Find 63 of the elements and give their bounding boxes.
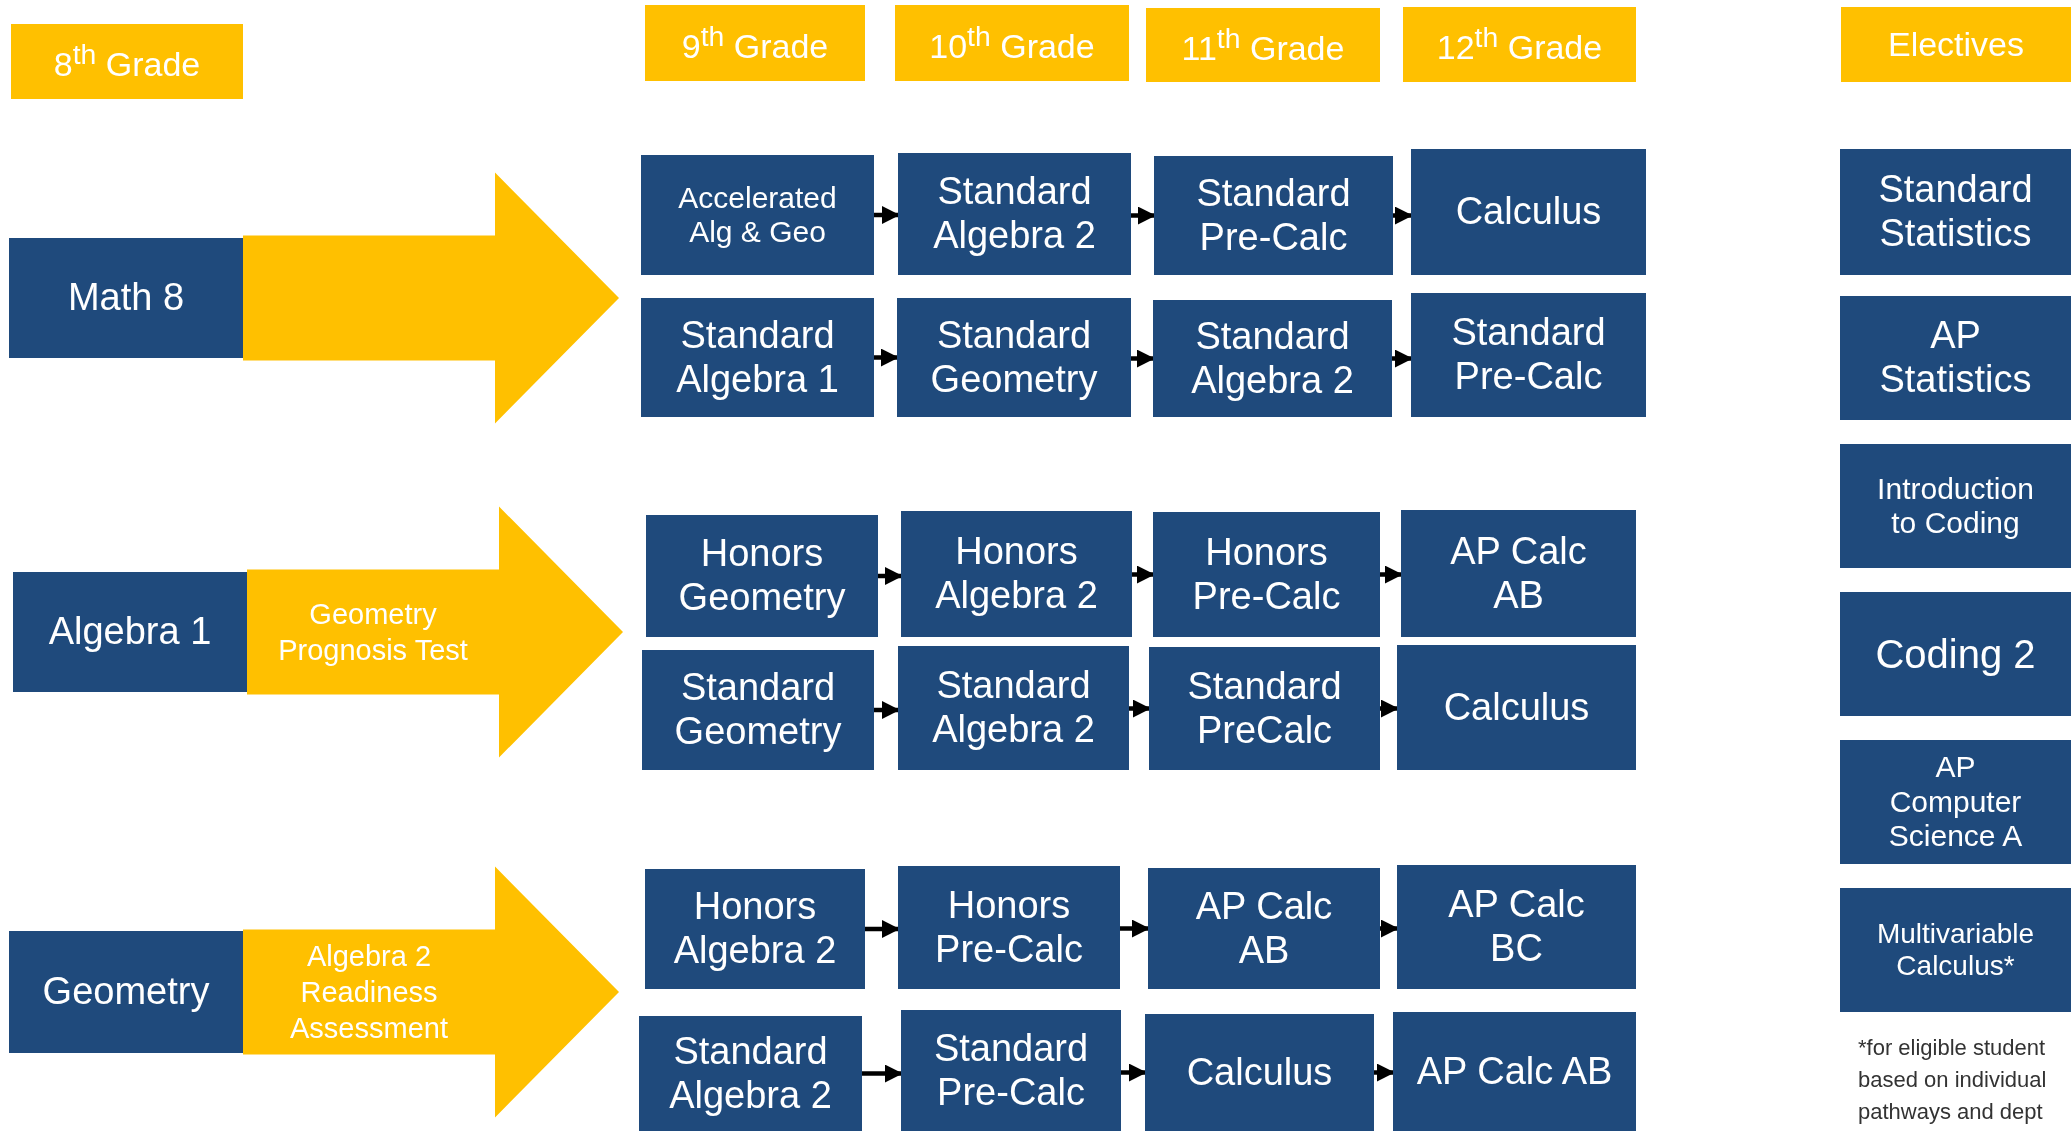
grade-header: 11$^{th}$ Grade [1146,8,1380,82]
arrow [874,701,900,719]
arrow [865,920,900,938]
block-arrow [247,506,623,758]
course-box: AP Computer Science A [1840,740,2071,864]
arrow [1129,699,1151,718]
grade-header: Electives [1841,7,2071,82]
arrow [1380,699,1399,718]
course-box: Geometry [9,931,243,1053]
course-box: Standard Algebra 2 [639,1016,862,1131]
course-box: Coding 2 [1840,592,2071,716]
course-box: AP Calc AB [1148,868,1380,989]
arrow [878,567,903,585]
arrow [1392,349,1413,368]
course-box: Standard Algebra 2 [1153,300,1392,417]
course-box: AP Statistics [1840,296,2071,420]
course-box: Calculus [1397,645,1636,770]
arrow [1131,349,1155,368]
course-box: Standard Geometry [642,650,874,770]
arrow [1380,919,1399,938]
course-box: Standard Algebra 1 [641,298,874,417]
block-arrow [243,866,619,1118]
course-box: Calculus [1411,149,1646,275]
arrow [1380,565,1403,584]
arrow [1374,1063,1395,1082]
course-box: Calculus [1145,1014,1374,1131]
course-box: Math 8 [9,238,243,358]
course-box: Standard Pre-Calc [1411,293,1646,417]
course-box: Honors Algebra 2 [645,869,865,989]
course-box: Standard Pre-Calc [901,1010,1121,1131]
arrow [1393,206,1413,225]
course-box: AP Calc BC [1397,865,1636,989]
course-box: Algebra 1 [13,572,247,692]
course-box: Standard Geometry [897,298,1131,417]
course-box: AP Calc AB [1393,1012,1636,1131]
course-box: Standard Pre-Calc [1154,156,1393,275]
arrow [1131,206,1156,225]
arrow [874,348,899,367]
course-box: Accelerated Alg & Geo [641,155,874,275]
arrow [874,206,900,224]
arrow [862,1064,903,1083]
course-box: Standard PreCalc [1149,647,1380,770]
course-box: Standard Algebra 2 [898,153,1131,275]
grade-header: 12$^{th}$ Grade [1403,7,1636,82]
course-box: AP Calc AB [1401,510,1636,637]
course-box: Introduction to Coding [1840,444,2071,568]
grade-header: 10$^{th}$ Grade [895,5,1129,81]
footnote: *for eligible student based on individual pathways and dept [1858,1034,2048,1126]
grade-header: 9$^{th}$ Grade [645,5,865,81]
arrow [1121,1063,1147,1082]
course-box: Standard Algebra 2 [898,646,1129,770]
arrow [1120,919,1150,938]
arrow [1132,565,1155,584]
course-box: Honors Geometry [646,515,878,637]
course-box: Multivariable Calculus* [1840,888,2071,1012]
course-box: Honors Algebra 2 [901,511,1132,637]
block-arrow [243,172,619,424]
grade-header: 8$^{th}$ Grade [11,24,243,99]
arrow-label: Algebra 2 Readiness Assessment [289,938,449,1047]
course-box: Honors Pre-Calc [1153,512,1380,637]
arrow-label: Geometry Prognosis Test [277,596,469,668]
course-box: Honors Pre-Calc [898,866,1120,989]
course-box: Standard Statistics [1840,149,2071,275]
